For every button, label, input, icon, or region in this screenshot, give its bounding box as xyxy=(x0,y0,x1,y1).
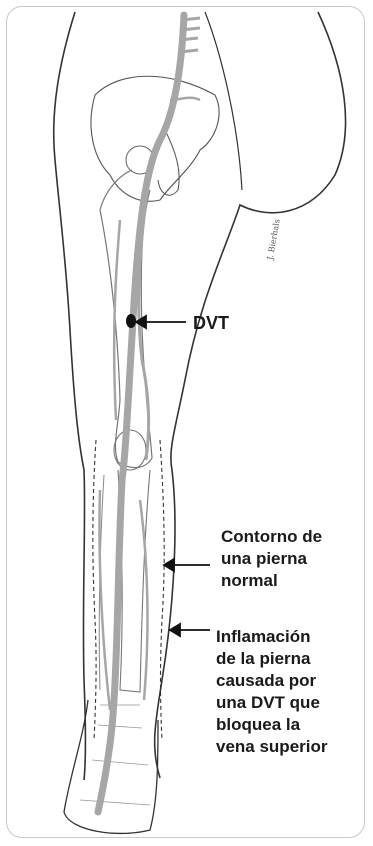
label-normal-line: Contorno de xyxy=(221,526,322,548)
normal-leg-outline-left xyxy=(93,440,96,740)
label-dvt: DVT xyxy=(193,312,229,334)
label-swelling-line: una DVT que xyxy=(216,692,328,714)
label-normal-line: normal xyxy=(221,570,322,592)
label-swelling: Inflamación de la pierna causada por una… xyxy=(216,626,328,758)
label-swelling-line: causada por xyxy=(216,670,328,692)
arrow-dvt xyxy=(136,316,186,328)
label-normal-line: una pierna xyxy=(221,548,322,570)
label-normal-outline: Contorno de una pierna normal xyxy=(221,526,322,592)
arrow-swelling xyxy=(170,624,210,636)
deep-vein xyxy=(98,15,184,812)
normal-leg-outline-right xyxy=(160,440,164,740)
pelvis xyxy=(91,76,219,201)
dvt-clot xyxy=(126,314,136,328)
arrow-normal-outline xyxy=(164,559,210,571)
label-swelling-line: Inflamación xyxy=(216,626,328,648)
abdomen-line xyxy=(205,12,242,190)
hip-outline xyxy=(54,12,86,780)
patella xyxy=(114,430,146,470)
label-swelling-line: vena superior xyxy=(216,736,328,758)
label-swelling-line: de la pierna xyxy=(216,648,328,670)
label-swelling-line: bloquea la xyxy=(216,714,328,736)
